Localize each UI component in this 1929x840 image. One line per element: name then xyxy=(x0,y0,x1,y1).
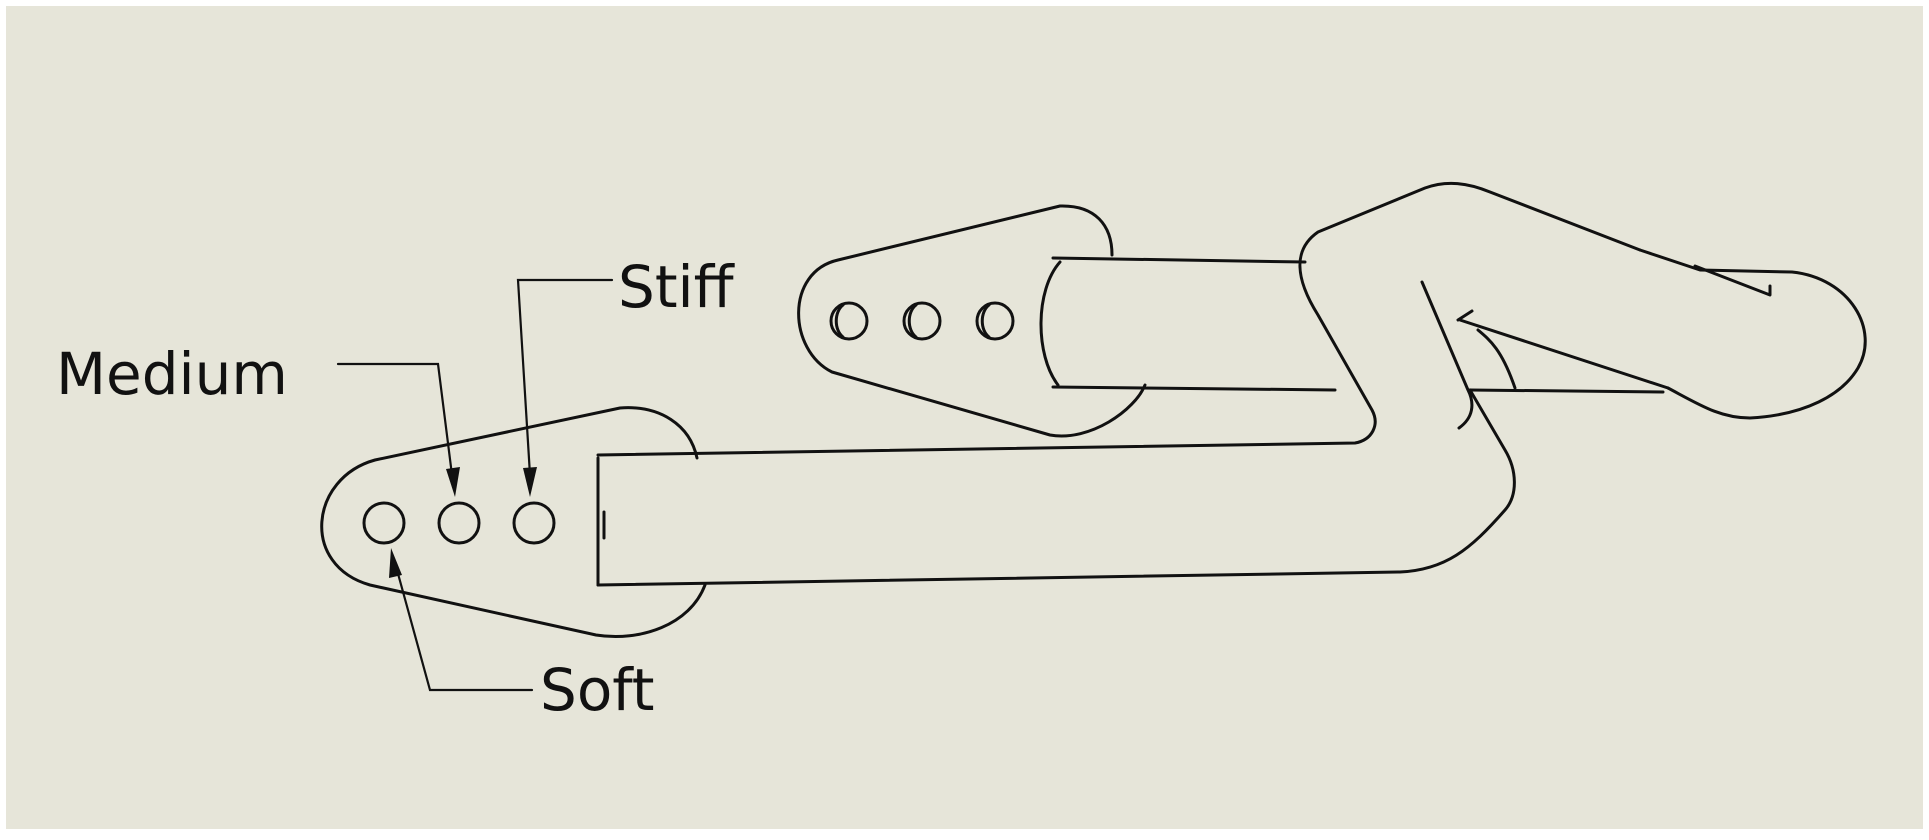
upper-arm xyxy=(797,204,1147,438)
hole-stiff xyxy=(512,501,556,545)
right-arm xyxy=(1638,248,1867,420)
bend-outer xyxy=(596,181,1642,457)
right-arm-plate xyxy=(1638,248,1867,420)
drawing-background xyxy=(6,6,1923,829)
label-stiff: Stiff xyxy=(618,253,736,321)
upper-arm-plate xyxy=(797,204,1147,438)
callout-medium: Medium xyxy=(56,340,460,497)
upper-tube-bottom xyxy=(1051,385,1337,392)
callout-stiff: Stiff xyxy=(516,253,736,497)
leader-stiff xyxy=(516,278,614,477)
upper-hole-stiff xyxy=(975,301,1015,341)
arrowhead-soft xyxy=(389,548,402,578)
hole-soft xyxy=(362,501,406,545)
lower-arm-plate xyxy=(320,406,707,639)
lower-tube-bottom xyxy=(596,388,1516,587)
lower-arm xyxy=(320,406,707,639)
arrowhead-medium xyxy=(446,467,460,497)
upper-tube-top xyxy=(1051,256,1307,264)
leader-medium xyxy=(336,362,454,477)
upper-hole-stiff-inner xyxy=(980,303,991,339)
right-arm-inner xyxy=(1693,264,1772,297)
bend-diagonal-cap xyxy=(1456,309,1474,322)
label-medium: Medium xyxy=(56,340,288,408)
label-soft: Soft xyxy=(540,656,654,724)
leader-soft xyxy=(395,568,534,692)
upper-hole-medium xyxy=(902,301,942,341)
rear-tube-line xyxy=(1468,388,1665,394)
bend-inner-lower xyxy=(1476,328,1517,390)
callout-soft: Soft xyxy=(389,548,654,724)
bend-inner xyxy=(1420,280,1474,430)
arrowhead-stiff xyxy=(523,467,537,497)
upper-hole-soft xyxy=(829,301,869,341)
upper-hole-soft-inner xyxy=(834,303,845,339)
bar-tube xyxy=(596,181,1670,587)
upper-tube-end xyxy=(1039,260,1062,387)
hole-medium xyxy=(437,501,481,545)
upper-hole-medium-inner xyxy=(907,303,918,339)
bend-diagonal xyxy=(1458,318,1670,390)
